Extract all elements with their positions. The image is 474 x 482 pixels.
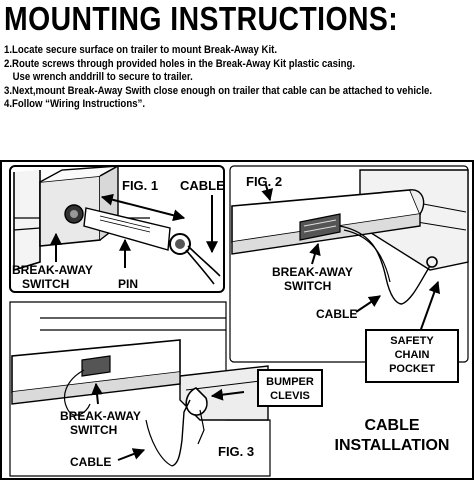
fig1-panel: FIG. 1 CABLE BREAK-AWAY SWITCH PIN: [9, 164, 225, 293]
caption-line1: CABLE: [364, 417, 419, 434]
fig2-switch-label-line2: SWITCH: [284, 279, 331, 293]
fig1-pull-arrow: [100, 193, 186, 222]
instruction-step-2-continued: Use wrench anddrill to secure to trailer…: [12, 71, 193, 84]
instruction-step-3: 3.Next,mount Break-Away Swith close enou…: [4, 84, 433, 97]
fig1-switch-label-line2: SWITCH: [22, 277, 69, 291]
fig2-panel: FIG. 2 BREAK-AWAY SWITCH CABLE SAFETY CH…: [229, 165, 469, 383]
fig1-pin-ring: [169, 233, 191, 255]
fig2-cable-label: CABLE: [316, 307, 357, 321]
caption-line2: INSTALLATION: [335, 437, 450, 454]
fig2-border: [229, 165, 469, 363]
fig3-bumper-label-line2: CLEVIS: [270, 390, 310, 402]
fig2-pocket-label-line3: POCKET: [389, 363, 435, 375]
fig1-cable-label: CABLE: [180, 178, 225, 193]
instruction-step-1: 1.Locate secure surface on trailer to mo…: [4, 44, 278, 56]
fig3-panel: BUMPER CLEVIS BREAK-AWAY SWITCH CABLE FI…: [9, 301, 323, 477]
fig1-switch-label-line1: BREAK-AWAY: [12, 263, 93, 277]
fig2-pocket-label-line2: CHAIN: [395, 349, 430, 361]
fig3-clevis-arrow: [210, 388, 245, 401]
fig3-border: [9, 301, 271, 477]
fig1-cable: [185, 249, 215, 285]
safety-chain-pocket-callout: [365, 329, 459, 383]
fig2-label-arrow: [261, 184, 274, 202]
diagram-frame: [0, 160, 474, 480]
fig3-cable-arrow: [117, 448, 146, 461]
fig1-pin-label: PIN: [118, 277, 138, 291]
fig3-bumper-label-line1: BUMPER: [266, 376, 314, 388]
fig1-label: FIG. 1: [122, 178, 158, 193]
fig2-cable-arrow: [355, 295, 381, 313]
fig2-switch-arrow: [309, 242, 321, 265]
fig3-switch-label-line2: SWITCH: [70, 423, 117, 437]
fig2-label: FIG. 2: [246, 174, 282, 189]
instruction-list: 1.Locate secure surface on trailer to mo…: [4, 44, 451, 112]
instruction-step-4: 4.Follow “Wiring Instructions”.: [4, 98, 146, 111]
fig3-switch-arrow: [91, 382, 104, 405]
fig3-bumper-clevis: [185, 387, 208, 416]
fig3-switch-label-line1: BREAK-AWAY: [60, 409, 141, 423]
fig3-label: FIG. 3: [218, 444, 254, 459]
fig3-cable: [171, 399, 191, 467]
instruction-step-2: 2.Route screws through provided holes in…: [4, 57, 356, 70]
fig2-pocket-label-line1: SAFETY: [390, 335, 434, 347]
bumper-clevis-callout: [257, 369, 323, 407]
fig1-mount-plate: [13, 170, 41, 272]
fig3-cable-label: CABLE: [70, 455, 111, 469]
fig3-switch: [81, 355, 111, 377]
fig2-switch: [299, 213, 341, 241]
page-title: MOUNTING INSTRUCTIONS:: [4, 0, 399, 37]
fig2-pocket-arrow: [419, 280, 440, 333]
fig2-switch-label-line1: BREAK-AWAY: [272, 265, 353, 279]
fig2-cable: [339, 225, 403, 305]
